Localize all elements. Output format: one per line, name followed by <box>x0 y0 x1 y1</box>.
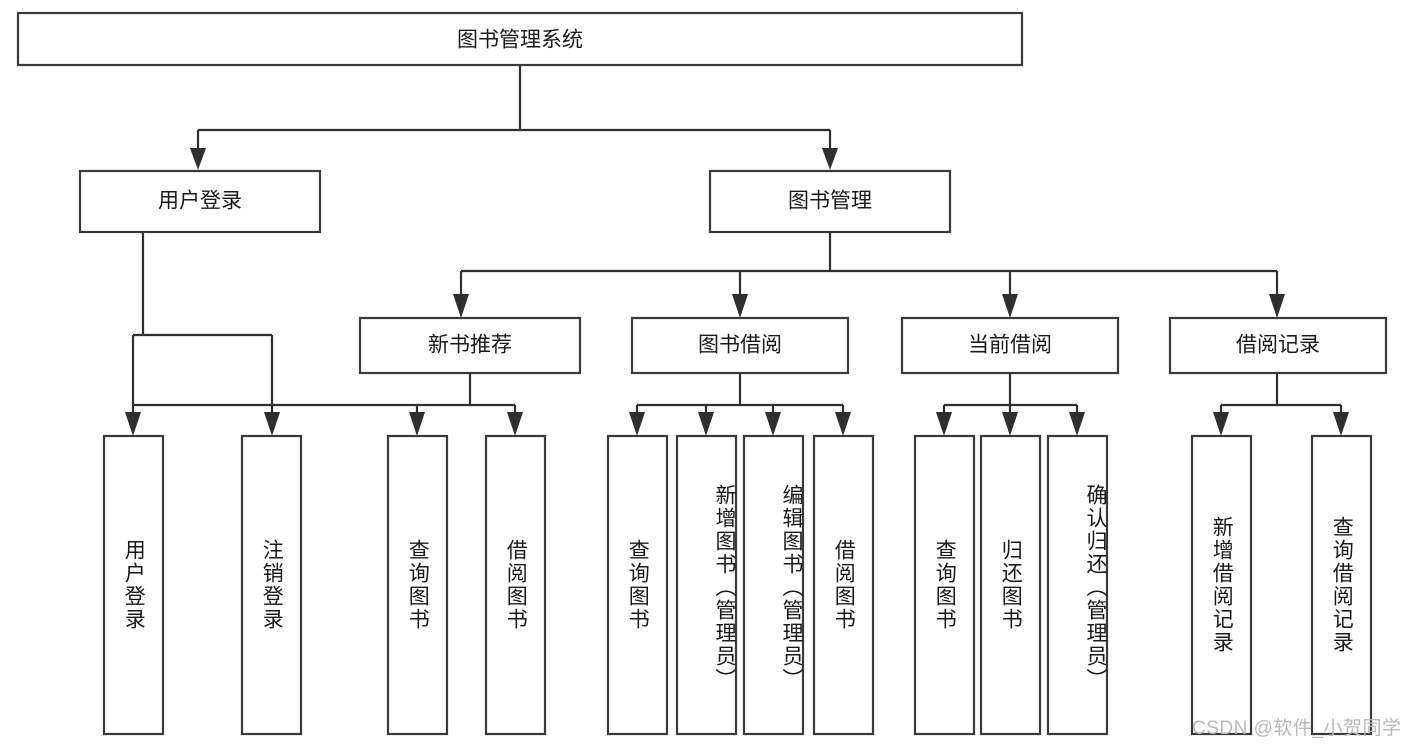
node-user-login-label: 用户登录 <box>158 190 242 213</box>
node-root-label: 图书管理系统 <box>457 29 583 52</box>
arrowhead-leaf-add-book <box>698 412 714 436</box>
leaf-return-book-box[interactable] <box>979 434 1042 736</box>
node-book-borrow-label: 图书借阅 <box>698 334 782 357</box>
leaf-query-record-box[interactable] <box>1310 434 1373 736</box>
arrowhead-leaf-query-record <box>1333 412 1349 436</box>
node-root-box[interactable] <box>16 11 1024 67</box>
arrowhead-leaf-logout <box>264 412 280 436</box>
leaf-add-book-box[interactable] <box>675 434 738 736</box>
arrowhead-leaf-user-login <box>125 412 141 436</box>
connector-layer <box>125 65 1349 436</box>
arrowhead-book-manage <box>822 148 838 170</box>
arrowhead-leaf-return-book <box>1002 412 1018 436</box>
leaf-user-login-box[interactable] <box>102 434 165 736</box>
node-new-book-rec-box[interactable] <box>358 316 582 375</box>
leaf-borrow-book-2-box[interactable] <box>812 434 875 736</box>
node-borrow-record-label: 借阅记录 <box>1236 334 1320 357</box>
node-book-manage-label: 图书管理 <box>788 190 872 213</box>
node-current-borrow-box[interactable] <box>900 316 1120 375</box>
leaf-borrow-book-1-box[interactable] <box>484 434 547 736</box>
leaf-edit-book-box[interactable] <box>742 434 805 736</box>
arrowhead-current-borrow <box>1002 294 1018 318</box>
leaf-logout-box[interactable] <box>240 434 303 736</box>
arrowhead-leaf-query-book-2 <box>629 412 645 436</box>
leaf-confirm-return-box[interactable] <box>1046 434 1109 736</box>
arrowhead-leaf-borrow-book-1 <box>507 412 523 436</box>
node-user-login-box[interactable] <box>78 169 322 234</box>
arrowhead-leaf-add-record <box>1213 412 1229 436</box>
node-layer: 图书管理系统 用户登录 图书管理 新书推荐 图书借阅 当前借阅 借阅记录 <box>16 11 1388 736</box>
arrowhead-leaf-borrow-book-2 <box>835 412 851 436</box>
node-new-book-rec-label: 新书推荐 <box>428 334 512 357</box>
arrowhead-leaf-query-book-1 <box>409 412 425 436</box>
arrowhead-leaf-confirm-return <box>1069 412 1085 436</box>
arrowhead-book-borrow <box>732 294 748 318</box>
node-book-manage-box[interactable] <box>708 169 952 234</box>
leaf-query-book-2-box[interactable] <box>606 434 669 736</box>
node-current-borrow-label: 当前借阅 <box>968 334 1052 357</box>
leaf-query-book-3-box[interactable] <box>913 434 976 736</box>
csdn-watermark: CSDN @软件_小贺同学 <box>1192 718 1402 739</box>
node-borrow-record-box[interactable] <box>1168 316 1388 375</box>
arrowhead-borrow-record <box>1269 294 1285 318</box>
leaf-add-record-box[interactable] <box>1190 434 1253 736</box>
arrowhead-new-book-rec <box>453 294 469 318</box>
arrowhead-user-login <box>190 148 206 170</box>
leaf-query-book-1-box[interactable] <box>386 434 449 736</box>
node-book-borrow-box[interactable] <box>630 316 850 375</box>
arrowhead-leaf-query-book-3 <box>936 412 952 436</box>
arrowhead-leaf-edit-book <box>765 412 781 436</box>
